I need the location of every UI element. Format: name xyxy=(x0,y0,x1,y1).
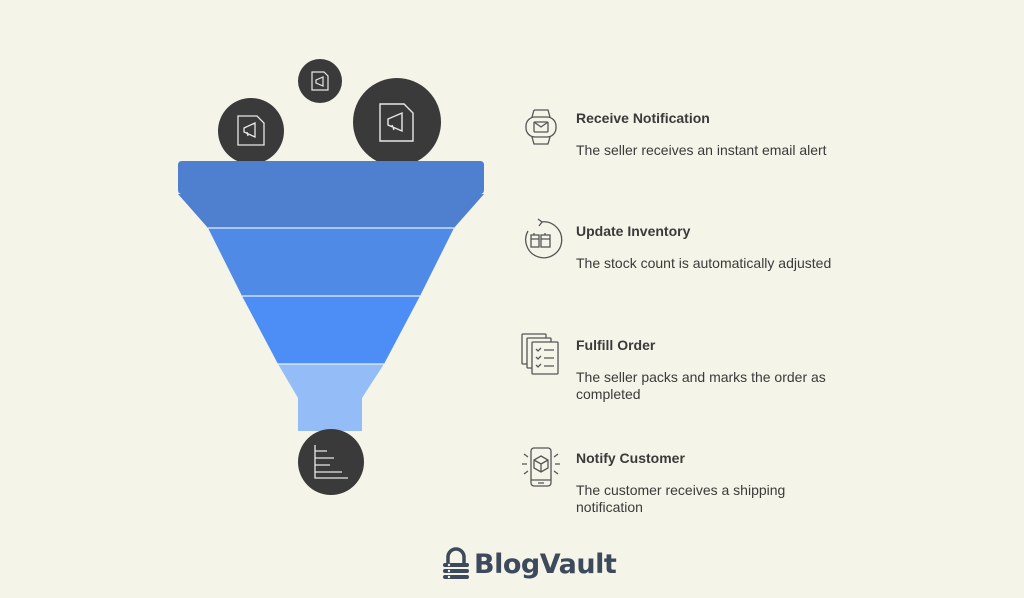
funnel-section-1 xyxy=(178,194,484,228)
megaphone-document-icon xyxy=(311,71,329,91)
funnel-section-3 xyxy=(242,296,420,364)
step-title: Receive Notification xyxy=(576,110,710,126)
bar-chart-icon xyxy=(314,445,348,479)
inventory-refresh-icon xyxy=(525,218,563,259)
step-title: Notify Customer xyxy=(576,450,685,466)
funnel-section-4 xyxy=(278,364,384,431)
input-circle-left xyxy=(218,98,284,164)
smartwatch-mail-icon xyxy=(525,109,557,145)
input-circle-small xyxy=(298,59,342,103)
funnel-rim xyxy=(178,161,484,194)
step-title: Update Inventory xyxy=(576,223,691,239)
funnel-section-2 xyxy=(208,228,454,296)
step-description: The customer receives a shipping notific… xyxy=(576,482,786,515)
input-circle-right xyxy=(353,78,441,166)
checklist-documents-icon xyxy=(521,333,559,375)
brand-logo: BlogVault xyxy=(440,545,617,585)
step-description: The seller receives an instant email ale… xyxy=(576,142,827,158)
step-description: The seller packs and marks the order as … xyxy=(576,369,826,402)
brand-name: BlogVault xyxy=(474,549,617,580)
megaphone-document-icon xyxy=(379,103,414,142)
phone-package-icon xyxy=(522,447,560,487)
step-description: The stock count is automatically adjuste… xyxy=(576,255,832,271)
megaphone-document-icon xyxy=(237,115,265,146)
step-title: Fulfill Order xyxy=(576,337,656,353)
output-circle xyxy=(298,429,364,495)
vault-lock-icon xyxy=(443,547,469,579)
